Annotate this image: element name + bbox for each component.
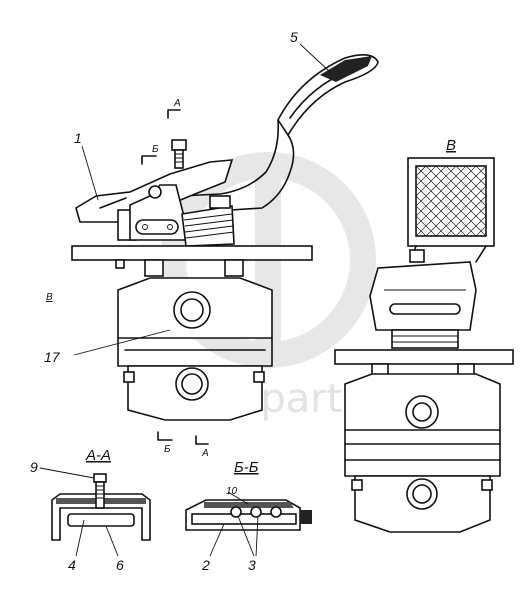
section-title-bb: Б-Б (234, 459, 259, 476)
label-6: 6 (116, 557, 124, 573)
label-17: 17 (44, 349, 61, 365)
valve-body-front (344, 373, 501, 533)
leader-2 (209, 523, 225, 557)
pedal-pad-front (407, 157, 495, 263)
pedal-arm (179, 119, 295, 213)
leader-4 (75, 519, 85, 557)
leader-17 (73, 329, 171, 356)
svg-text:В: В (46, 292, 53, 303)
label-2: 2 (201, 557, 210, 573)
section-aa-drawing (51, 473, 151, 541)
lever-front (369, 249, 477, 349)
leader-10 (227, 491, 249, 505)
svg-text:Б: Б (152, 144, 159, 155)
label-5: 5 (290, 29, 298, 45)
rubber-boot (181, 195, 235, 247)
label-1: 1 (74, 130, 82, 146)
label-9: 9 (30, 459, 38, 475)
leader-6 (105, 525, 119, 557)
section-bb-drawing (185, 499, 312, 531)
leader-3 (237, 515, 259, 557)
adjusting-screw (171, 139, 187, 169)
svg-text:А: А (173, 98, 181, 109)
section-title-aa: А-А (85, 447, 111, 464)
mounting-plate (71, 245, 313, 277)
view-marker-v: В (46, 292, 53, 303)
valve-body-main (117, 277, 273, 421)
label-4: 4 (68, 557, 76, 573)
leader-1 (81, 145, 99, 201)
section-marker-a-bottom: А (195, 435, 209, 459)
leader-9 (39, 467, 95, 479)
svg-text:А: А (201, 448, 209, 459)
label-3: 3 (248, 557, 256, 573)
pedal-pad (277, 54, 379, 137)
section-title-v: В (446, 137, 456, 154)
bracket (129, 184, 192, 241)
label-10: 10 (226, 486, 238, 497)
section-marker-b-bottom: Б (157, 431, 173, 455)
leader-5 (299, 43, 331, 73)
section-marker-b-top: Б (141, 144, 159, 165)
section-marker-a-top: А (167, 98, 181, 119)
svg-text:Б: Б (164, 444, 171, 455)
